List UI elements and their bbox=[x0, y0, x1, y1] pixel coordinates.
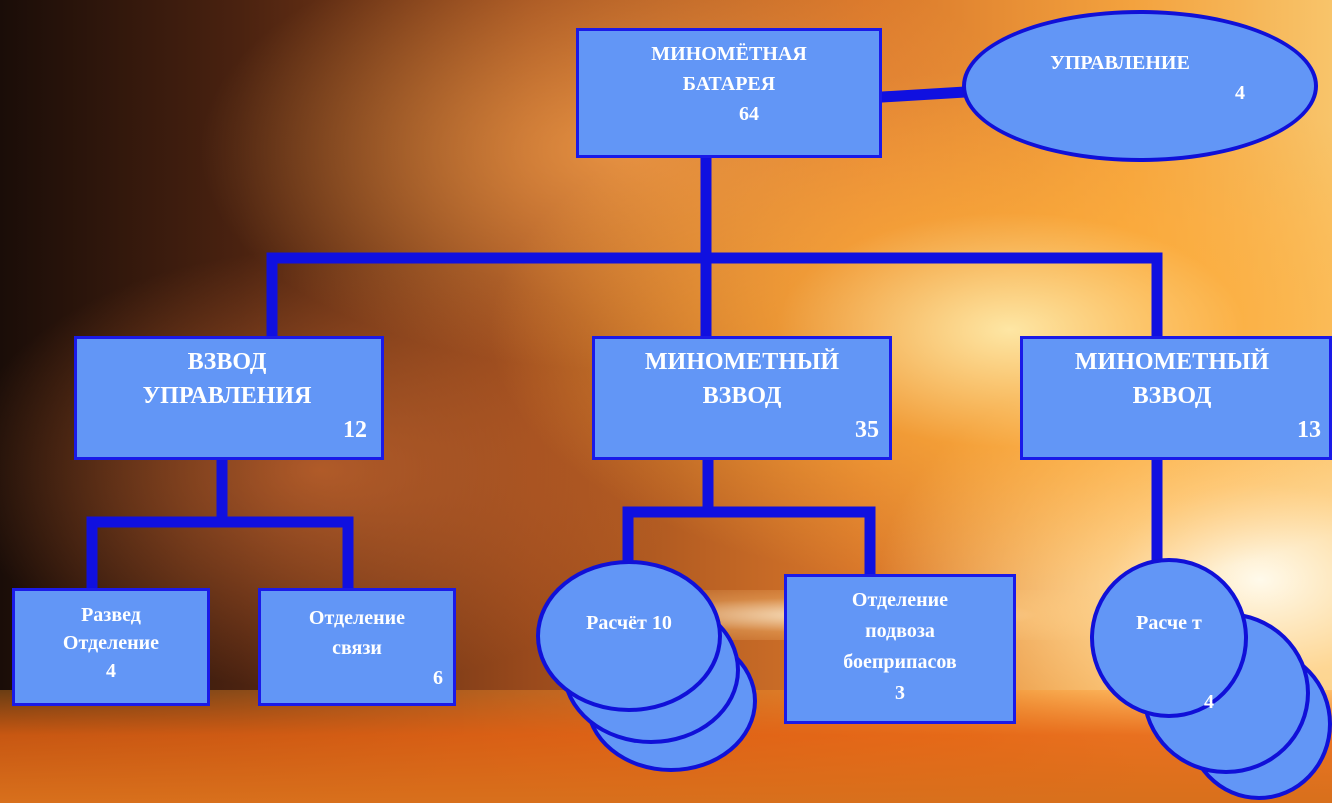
node-comm-squad-title-1: Отделение bbox=[308, 607, 406, 629]
connector-battery-management bbox=[876, 86, 972, 103]
node-recon-squad-title-2: Отделение bbox=[62, 632, 160, 654]
connector-mortar1-bar bbox=[622, 506, 876, 581]
node-mortar-platoon-2-title-1: МИНОМЕТНЫЙ bbox=[1074, 349, 1270, 375]
node-recon-squad-count: 4 bbox=[106, 660, 116, 682]
node-battery-title-2: БАТАРЕЯ bbox=[682, 73, 776, 95]
node-mortar-platoon-1-title-2: ВЗВОД bbox=[702, 383, 782, 409]
node-mortar-platoon-2-count: 13 bbox=[1297, 417, 1321, 443]
node-ammo-squad-title-3: боеприпасов bbox=[843, 651, 957, 673]
node-crew-2-title-1: Расче bbox=[1136, 612, 1188, 634]
node-battery[interactable]: МИНОМЁТНАЯ БАТАРЕЯ 64 bbox=[576, 28, 882, 158]
node-mortar-platoon-2-title-2: ВЗВОД bbox=[1132, 383, 1212, 409]
node-crew-2[interactable]: Расче т bbox=[1090, 558, 1248, 718]
node-mortar-platoon-1-title-1: МИНОМЕТНЫЙ bbox=[644, 349, 840, 375]
node-comm-squad[interactable]: Отделение связи 6 bbox=[258, 588, 456, 706]
node-comm-squad-title-2: связи bbox=[332, 637, 382, 659]
node-control-platoon-title-2: УПРАВЛЕНИЯ bbox=[142, 383, 312, 409]
node-ammo-squad[interactable]: Отделение подвоза боеприпасов 3 bbox=[784, 574, 1016, 724]
node-crew-1[interactable]: Расчёт 10 bbox=[536, 560, 722, 712]
node-recon-squad-title-1: Развед bbox=[81, 604, 141, 626]
node-crew-2-count: 4 bbox=[1204, 691, 1214, 713]
node-mortar-platoon-1[interactable]: МИНОМЕТНЫЙ ВЗВОД 35 bbox=[592, 336, 892, 460]
node-ammo-squad-title-1: Отделение bbox=[851, 589, 949, 611]
node-ammo-squad-count: 3 bbox=[895, 682, 905, 704]
node-crew-2-title-2: т bbox=[1192, 612, 1202, 634]
node-battery-count: 64 bbox=[739, 103, 759, 125]
node-management[interactable]: УПРАВЛЕНИЕ 4 bbox=[962, 10, 1318, 162]
node-control-platoon-title-1: ВЗВОД bbox=[187, 349, 267, 375]
node-management-count: 4 bbox=[1235, 82, 1245, 104]
node-mortar-platoon-1-count: 35 bbox=[855, 417, 879, 443]
connector-control-bar bbox=[86, 516, 354, 594]
node-ammo-squad-title-2: подвоза bbox=[865, 620, 935, 642]
node-battery-title-1: МИНОМЁТНАЯ bbox=[651, 43, 807, 65]
node-control-platoon-count: 12 bbox=[343, 417, 367, 443]
node-management-title: УПРАВЛЕНИЕ bbox=[1050, 52, 1190, 74]
connector-main-bar bbox=[266, 252, 1163, 344]
node-mortar-platoon-2[interactable]: МИНОМЕТНЫЙ ВЗВОД 13 bbox=[1020, 336, 1332, 460]
node-control-platoon[interactable]: ВЗВОД УПРАВЛЕНИЯ 12 bbox=[74, 336, 384, 460]
node-crew-1-count: 10 bbox=[651, 612, 672, 634]
node-recon-squad[interactable]: Развед Отделение 4 bbox=[12, 588, 210, 706]
node-comm-squad-count: 6 bbox=[433, 667, 443, 689]
node-crew-1-title: Расчёт bbox=[586, 612, 647, 634]
